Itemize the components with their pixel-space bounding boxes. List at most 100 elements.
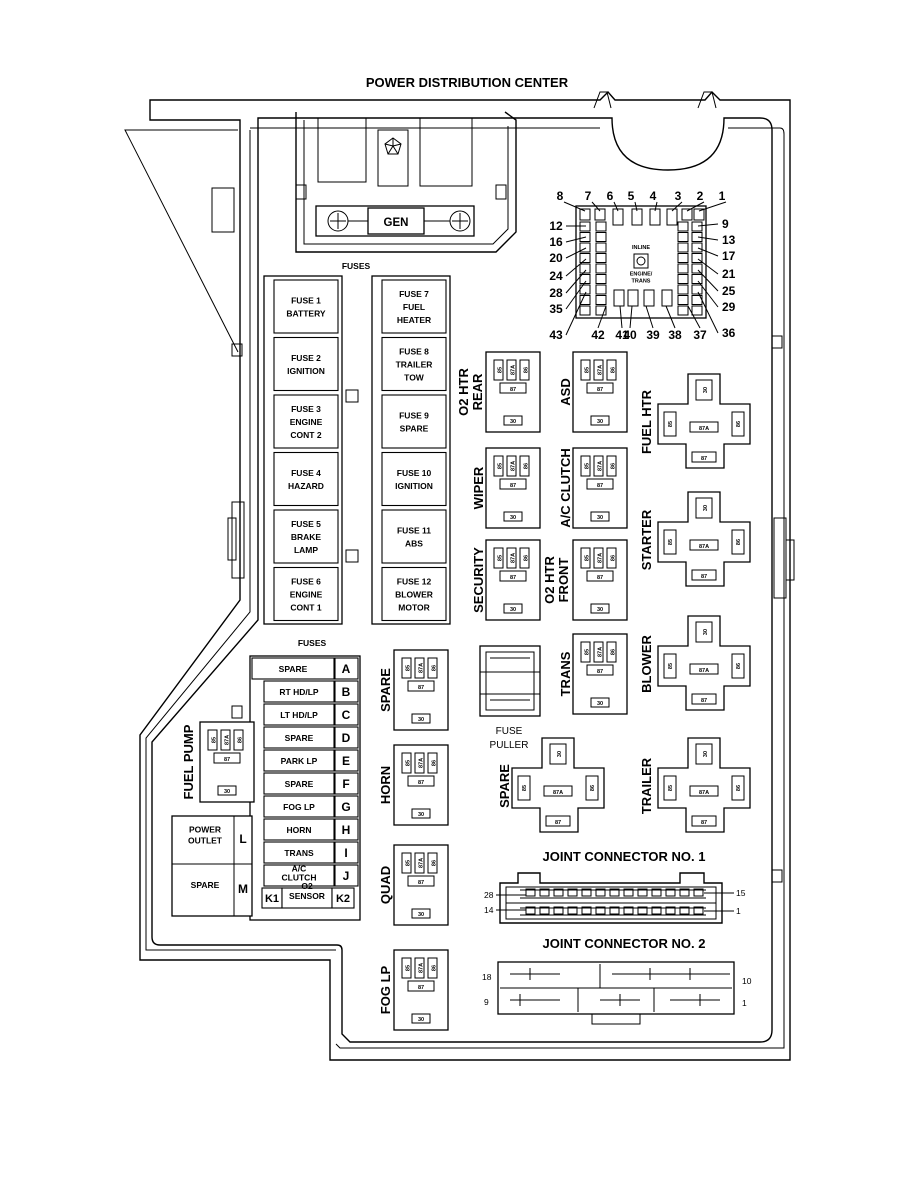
fuse-right-3-label-line-1: FUSE 9 (399, 411, 429, 421)
fuse-column-left (263, 275, 343, 625)
relay-pin-87: 87 (418, 685, 424, 691)
iso-pin-86: 86 (736, 663, 742, 669)
mini-fuse-slot[interactable] (263, 749, 335, 772)
mini-fuse-slot[interactable] (263, 841, 335, 864)
iso-pin-30: 30 (703, 751, 709, 757)
relay-pin-30: 30 (418, 717, 424, 723)
cavity (666, 208, 678, 226)
joint-connector-1-title: JOINT CONNECTOR NO. 1 (542, 849, 705, 864)
relay-pin-85: 85 (212, 737, 218, 743)
fuse-slot[interactable] (381, 336, 447, 392)
diagram-title: POWER DISTRIBUTION CENTER (366, 75, 569, 90)
mini-relay-6-label-2: FRONT (556, 558, 571, 603)
mini-relay-4-label-1: A/C CLUTCH (558, 448, 573, 527)
relay-pin-30: 30 (418, 912, 424, 918)
fuse-left-5-label-line-1: FUSE 5 (291, 519, 321, 529)
relay-pin-87: 87 (510, 387, 516, 393)
iso-pin-85: 85 (668, 539, 674, 545)
relay-pin-85: 85 (406, 665, 412, 671)
mini-fuse-letter-g: G (341, 800, 350, 814)
cavity-number-25: 25 (722, 284, 736, 298)
fuse-puller-label-2: PULLER (490, 740, 529, 751)
mini-relay-8-label-1: SPARE (378, 668, 393, 712)
fuse-left-2-label-line-2: IGNITION (287, 366, 325, 376)
mini-fuse-j-name-line-1: A/C (292, 864, 307, 874)
fuse-right-6-label-line-2: BLOWER (395, 590, 433, 600)
relay-pin-86: 86 (432, 860, 438, 866)
fuse-slot[interactable] (273, 394, 339, 449)
fuse-left-1-label-line-1: FUSE 1 (291, 296, 321, 306)
cavity-number-20: 20 (549, 251, 563, 265)
mini-relay-11-label-1: FOG LP (378, 965, 393, 1014)
mini-fuse-slot[interactable] (263, 818, 335, 841)
relay-pin-85: 85 (406, 760, 412, 766)
joint-connector-2-title: JOINT CONNECTOR NO. 2 (542, 936, 705, 951)
relay-pin-30: 30 (597, 701, 603, 707)
relay-pin-86: 86 (524, 463, 530, 469)
mini-fuse-slot[interactable] (263, 864, 335, 887)
mini-fuse-slot[interactable] (251, 657, 335, 680)
relay-pin-87a: 87A (598, 365, 604, 375)
relay-pin-87: 87 (597, 483, 603, 489)
fuse-slot[interactable] (273, 451, 339, 507)
fuse-left-6-label-line-3: CONT 1 (290, 603, 321, 613)
cavity (612, 208, 624, 226)
mini-fuse-slot[interactable] (263, 726, 335, 749)
fuse-slot[interactable] (273, 279, 339, 334)
fuse-slot[interactable] (381, 394, 447, 449)
mini-fuse-slot[interactable] (263, 772, 335, 795)
inline-label: INLINE (632, 245, 650, 251)
iso-pin-87a: 87A (699, 790, 709, 796)
mini-fuse-slot[interactable] (263, 680, 335, 703)
fuse-slot[interactable] (273, 566, 339, 622)
relay-pin-85: 85 (498, 367, 504, 373)
fuse-right-4-label-line-1: FUSE 10 (397, 468, 432, 478)
cavity-number-36: 36 (722, 326, 736, 340)
fuse-slot[interactable] (273, 336, 339, 392)
mini-fuse-g-name: FOG LP (283, 802, 315, 812)
relay-pin-87a: 87A (598, 461, 604, 471)
iso-pin-30: 30 (557, 751, 563, 757)
mini-relay-5-label-1: SECURITY (471, 547, 486, 613)
relay-pin-30: 30 (418, 812, 424, 818)
cavity-number-40: 40 (623, 328, 637, 342)
fuse-right-1-label-line-2: FUEL (403, 302, 425, 312)
fuse-left-6-label-line-1: FUSE 6 (291, 577, 321, 587)
mini-fuse-slot[interactable] (263, 795, 335, 818)
cavity-number-3: 3 (675, 189, 682, 203)
outlet-l-name-line-1: POWER (189, 825, 221, 835)
iso-pin-87: 87 (701, 698, 707, 704)
jc2-pin-18: 18 (482, 972, 492, 982)
fuse-slot[interactable] (381, 509, 447, 564)
jc2-pin-9: 9 (484, 997, 489, 1007)
fuse-slot[interactable] (381, 451, 447, 507)
relay-pin-87a: 87A (511, 553, 517, 563)
fuse-slot[interactable] (273, 509, 339, 564)
mini-fuse-slot[interactable] (263, 703, 335, 726)
cavity-number-8: 8 (557, 189, 564, 203)
fuse-slot[interactable] (381, 566, 447, 622)
fuse-right-5-label-line-2: ABS (405, 539, 423, 549)
iso-relay-4-label: TRAILER (639, 757, 654, 814)
fuse-slot[interactable] (381, 279, 447, 334)
relay-pin-86: 86 (432, 760, 438, 766)
